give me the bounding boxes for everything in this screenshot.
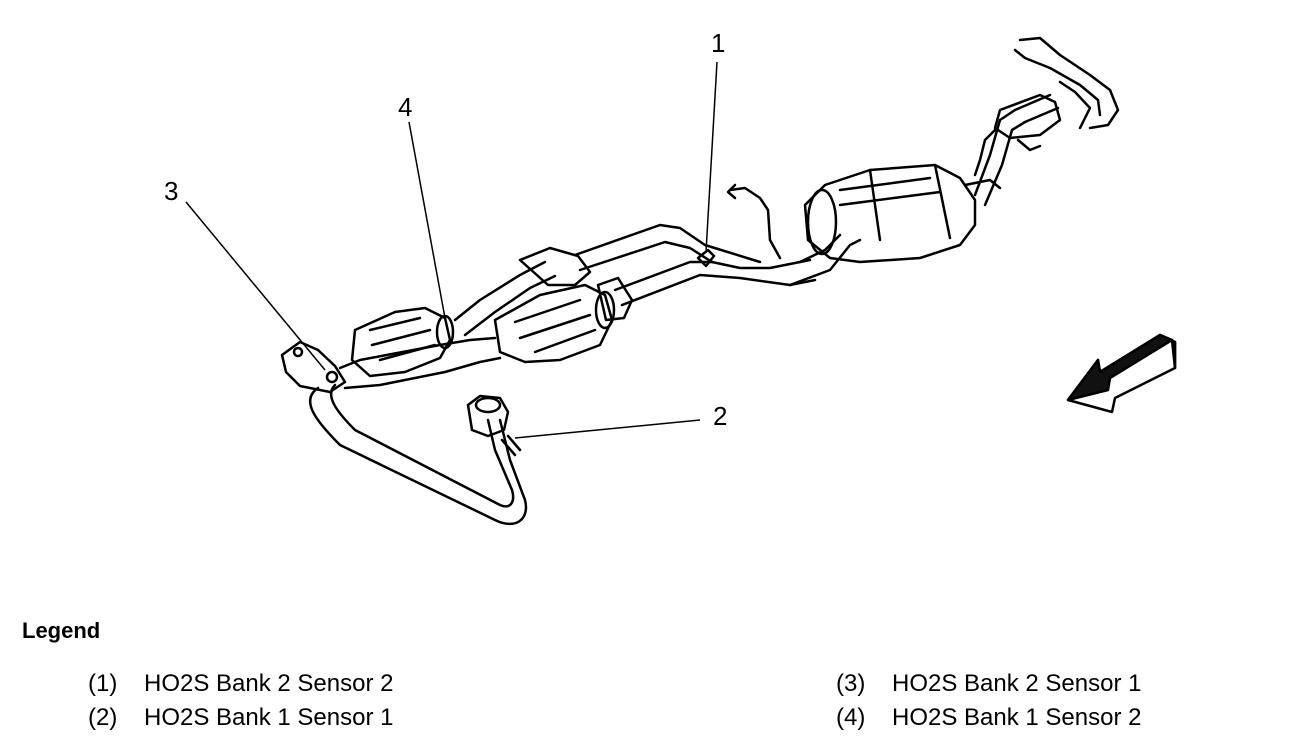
legend-item-label: HO2S Bank 2 Sensor 1 — [892, 670, 1142, 697]
legend-item-label: HO2S Bank 1 Sensor 2 — [892, 704, 1142, 731]
callout-2: 2 — [713, 401, 727, 431]
catalytic-converter-2 — [493, 283, 616, 364]
legend-item-number: (2) — [88, 704, 118, 731]
manifold-flange-left — [280, 340, 347, 394]
legend-item-label: HO2S Bank 2 Sensor 2 — [144, 670, 394, 697]
leader-line-4 — [408, 121, 446, 319]
legend-title: Legend — [22, 618, 101, 643]
manifold-flange-right — [466, 394, 522, 457]
tailpipe-wire — [973, 80, 1092, 177]
sensor-1-body — [696, 248, 716, 268]
catalytic-converter-1 — [350, 306, 455, 378]
muffler — [803, 163, 1002, 264]
legend-item: (1) HO2S Bank 2 Sensor 2 — [88, 670, 393, 698]
intermediate-pipes — [573, 223, 817, 307]
legend-item: (2) HO2S Bank 1 Sensor 1 — [88, 704, 393, 732]
callout-1: 1 — [711, 28, 725, 58]
callout-4: 4 — [398, 92, 412, 122]
legend-item-number: (4) — [836, 704, 866, 731]
legend-item-number: (1) — [88, 670, 118, 697]
leader-line-3 — [185, 201, 326, 371]
crossover-pipe — [453, 246, 592, 337]
legend-item: (3) HO2S Bank 2 Sensor 1 — [836, 670, 1141, 698]
sensor-1-wire — [726, 183, 782, 260]
converter-outlet-flange — [596, 276, 634, 322]
muffler-inlet-pipe — [788, 233, 862, 287]
front-direction-arrow-icon — [1066, 333, 1177, 414]
y-pipe-lower — [308, 383, 528, 526]
leader-line-2 — [514, 419, 701, 439]
callout-3: 3 — [164, 176, 178, 206]
legend-item: (4) HO2S Bank 1 Sensor 2 — [836, 704, 1141, 732]
legend-item-number: (3) — [836, 670, 866, 697]
legend-item-label: HO2S Bank 1 Sensor 1 — [144, 704, 394, 731]
exhaust-system-diagram: 1 2 3 4 — [164, 28, 1177, 526]
tailpipe — [973, 36, 1120, 207]
front-pipe — [338, 336, 502, 390]
leader-line-1 — [705, 61, 718, 253]
